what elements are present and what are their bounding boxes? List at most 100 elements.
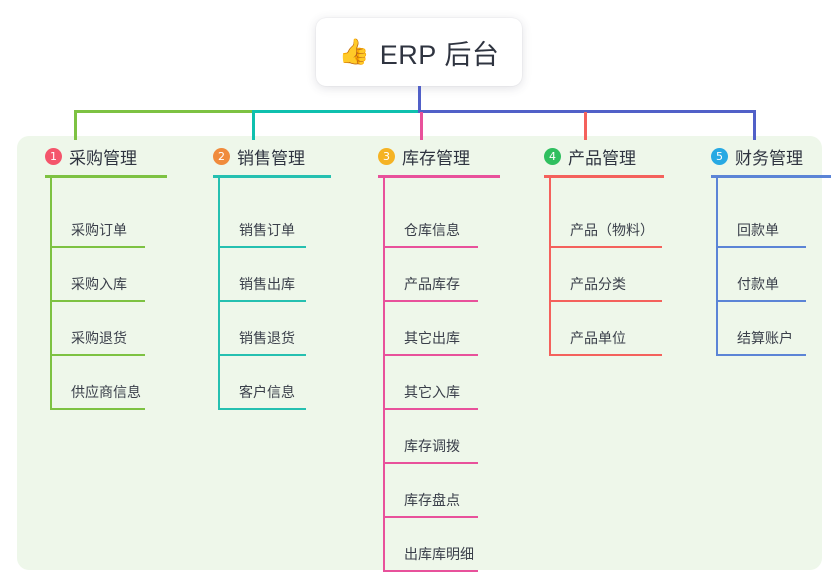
leaf-label: 供应商信息 <box>71 384 141 400</box>
column-title-purchase-management: 采购管理 <box>69 148 137 168</box>
leaf-item[interactable]: 结算账户 <box>716 302 806 356</box>
leaf-label: 销售出库 <box>239 276 295 292</box>
leaf-label: 其它入库 <box>404 384 460 400</box>
leaf-item[interactable]: 销售订单 <box>218 194 306 248</box>
leaf-rule <box>50 354 145 356</box>
leaf-item[interactable]: 客户信息 <box>218 356 306 410</box>
leaf-rule <box>716 354 806 356</box>
drop-purchase <box>74 112 77 140</box>
column-rule-purchase-management <box>45 175 167 178</box>
column-product-management: 4 产品管理产品（物料） 产品分类产品单位 <box>521 136 664 356</box>
leaf-rule <box>549 246 662 248</box>
leaf-rule <box>549 300 662 302</box>
leaf-item[interactable]: 付款单 <box>716 248 806 302</box>
leaf-rule <box>383 300 478 302</box>
leaf-item[interactable]: 回款单 <box>716 194 806 248</box>
leaf-rule <box>218 354 306 356</box>
column-badge-finance-management: 5 <box>711 147 728 165</box>
leaf-label: 产品（物料） <box>570 222 654 238</box>
column-rule-inventory-management <box>378 175 500 178</box>
leaf-label: 销售订单 <box>239 222 295 238</box>
column-badge-sales-management: 2 <box>213 147 230 165</box>
leaf-item[interactable]: 采购退货 <box>50 302 145 356</box>
leaf-rule <box>50 300 145 302</box>
column-rule-finance-management <box>711 175 831 178</box>
column-rule-sales-management <box>213 175 331 178</box>
column-spine-product-management <box>549 175 551 356</box>
leaf-item[interactable]: 产品库存 <box>383 248 478 302</box>
leaf-rule <box>383 408 478 410</box>
leaf-item[interactable]: 产品（物料） <box>549 194 662 248</box>
leaf-label: 回款单 <box>737 222 779 238</box>
leaf-label: 仓库信息 <box>404 222 460 238</box>
leaf-item[interactable]: 库存调拨 <box>383 410 478 464</box>
leaf-label: 库存盘点 <box>404 492 460 508</box>
diagram-panel <box>17 136 822 570</box>
leaf-item[interactable]: 其它出库 <box>383 302 478 356</box>
bus-segment-blue <box>418 110 756 113</box>
leaf-rule <box>383 570 478 572</box>
column-rule-product-management <box>544 175 664 178</box>
leaf-item[interactable]: 其它入库 <box>383 356 478 410</box>
leaf-rule <box>549 354 662 356</box>
leaf-label: 出库库明细 <box>404 546 474 562</box>
column-header-sales-management[interactable]: 2 销售管理 <box>190 136 305 176</box>
leaf-rule <box>383 516 478 518</box>
root-title: ERP 后台 <box>379 39 500 70</box>
leaf-item[interactable]: 销售退货 <box>218 302 306 356</box>
drop-sales <box>252 112 255 140</box>
bus-segment-green <box>74 110 254 113</box>
column-spine-purchase-management <box>50 175 52 410</box>
leaf-label: 产品单位 <box>570 330 626 346</box>
leaf-rule <box>218 246 306 248</box>
column-title-product-management: 产品管理 <box>568 148 636 168</box>
leaf-item[interactable]: 产品分类 <box>549 248 662 302</box>
leaf-label: 库存调拨 <box>404 438 460 454</box>
root-stem-connector <box>418 86 421 112</box>
column-title-inventory-management: 库存管理 <box>402 148 470 168</box>
leaf-item[interactable]: 仓库信息 <box>383 194 478 248</box>
leaf-label: 采购入库 <box>71 276 127 292</box>
leaf-rule <box>383 246 478 248</box>
leaf-label: 结算账户 <box>737 330 793 346</box>
column-header-finance-management[interactable]: 5 财务管理 <box>688 136 803 176</box>
leaf-label: 产品库存 <box>404 276 460 292</box>
leaf-rule <box>716 246 806 248</box>
leaf-rule <box>716 300 806 302</box>
leaf-label: 采购退货 <box>71 330 127 346</box>
column-spine-finance-management <box>716 175 718 356</box>
drop-inventory <box>420 112 423 140</box>
column-spine-inventory-management <box>383 175 385 572</box>
root-node[interactable]: 👍 ERP 后台 <box>316 18 522 86</box>
leaf-label: 产品分类 <box>570 276 626 292</box>
thumbs-up-icon: 👍 <box>338 37 370 66</box>
column-title-sales-management: 销售管理 <box>237 148 305 168</box>
leaf-label: 采购订单 <box>71 222 127 238</box>
leaf-item[interactable]: 供应商信息 <box>50 356 145 410</box>
leaf-rule <box>218 408 306 410</box>
leaf-item[interactable]: 产品单位 <box>549 302 662 356</box>
column-title-finance-management: 财务管理 <box>735 148 803 168</box>
leaf-item[interactable]: 采购入库 <box>50 248 145 302</box>
leaf-rule <box>383 462 478 464</box>
leaf-item[interactable]: 销售出库 <box>218 248 306 302</box>
column-badge-product-management: 4 <box>544 147 561 165</box>
leaf-label: 客户信息 <box>239 384 295 400</box>
leaf-rule <box>50 246 145 248</box>
leaf-label: 其它出库 <box>404 330 460 346</box>
leaf-rule <box>383 354 478 356</box>
leaf-item[interactable]: 出库库明细 <box>383 518 478 572</box>
column-finance-management: 5 财务管理回款单付款单结算账户 <box>688 136 831 356</box>
leaf-item[interactable]: 库存盘点 <box>383 464 478 518</box>
leaf-rule <box>218 300 306 302</box>
leaf-item[interactable]: 采购订单 <box>50 194 145 248</box>
column-header-product-management[interactable]: 4 产品管理 <box>521 136 636 176</box>
column-spine-sales-management <box>218 175 220 410</box>
leaf-label: 付款单 <box>737 276 779 292</box>
column-sales-management: 2 销售管理销售订单销售出库销售退货客户信息 <box>190 136 331 410</box>
